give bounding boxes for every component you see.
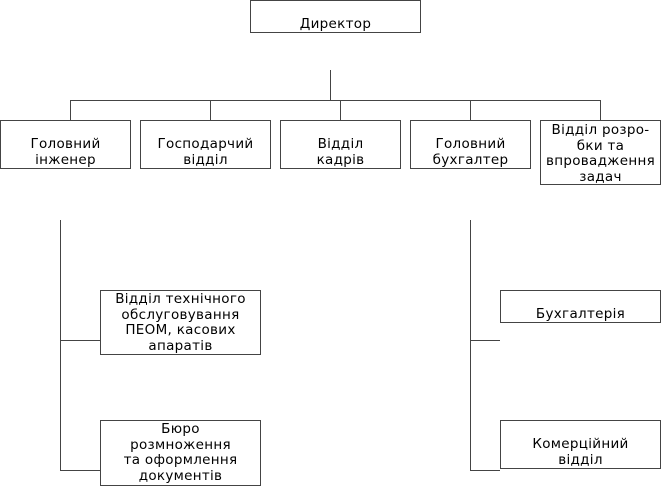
connector-chief-engineer (70, 100, 71, 120)
task-development-label-line3: впровадження (545, 153, 656, 169)
connector-economic-department (210, 100, 211, 120)
copying-bureau-label-line2: розмноження (130, 436, 231, 453)
chief-engineer-label-line1: Головний (30, 136, 101, 152)
task-development-label-line2: бки та (576, 137, 625, 154)
task-development-box: Відділ розро- бки та впровадження задач (540, 120, 661, 185)
pc-maintenance-label-line1: Відділ технічного (115, 291, 246, 307)
accounting-box: Бухгалтерія (500, 290, 661, 323)
economic-department-label-line1: Господарчий (157, 136, 254, 152)
connector-task-development (600, 100, 601, 120)
accountant-branch-line (470, 220, 471, 470)
chief-accountant-box: Головний бухгалтер (410, 120, 531, 169)
chief-engineer-label-line2: інженер (35, 151, 96, 168)
economic-department-box: Господарчий відділ (140, 120, 271, 169)
economic-department-label-line2: відділ (183, 151, 228, 168)
connector-hr-department (340, 100, 341, 120)
department-bus (70, 100, 601, 101)
hr-department-label-line1: Відділ (317, 136, 364, 152)
commercial-department-label-line2: відділ (558, 451, 603, 468)
pc-maintenance-label-line2: обслуговування (121, 306, 240, 323)
chief-accountant-label-line1: Головний (435, 136, 506, 152)
engineer-branch-line (60, 220, 61, 470)
connector-copying-bureau (60, 470, 100, 471)
copying-bureau-label-line3: та оформлення (123, 452, 238, 468)
copying-bureau-label-line4: документів (138, 467, 223, 484)
hr-department-box: Відділ кадрів (280, 120, 401, 169)
copying-bureau-label-line1: Бюро (161, 421, 200, 437)
director-label: Директор (299, 15, 372, 32)
chief-engineer-box: Головний інженер (0, 120, 131, 169)
pc-maintenance-label-line3: ПЕОМ, касових (125, 322, 236, 338)
copying-bureau-box: Бюро розмноження та оформлення документі… (100, 420, 261, 486)
director-connector (330, 70, 331, 100)
pc-maintenance-box: Відділ технічного обслуговування ПЕОМ, к… (100, 290, 261, 355)
accounting-label: Бухгалтерія (535, 305, 626, 322)
task-development-label-line4: задач (579, 168, 622, 185)
connector-accounting (470, 340, 500, 341)
commercial-department-box: Комерційний відділ (500, 420, 661, 469)
connector-pc-maintenance (60, 340, 100, 341)
connector-chief-accountant (470, 100, 471, 120)
connector-commercial (470, 470, 500, 471)
chief-accountant-label-line2: бухгалтер (432, 151, 509, 168)
task-development-label-line1: Відділ розро- (551, 122, 650, 138)
commercial-department-label-line1: Комерційний (532, 436, 629, 452)
pc-maintenance-label-line4: апаратів (148, 337, 213, 354)
hr-department-label-line2: кадрів (316, 151, 365, 168)
director-box: Директор (250, 0, 421, 33)
